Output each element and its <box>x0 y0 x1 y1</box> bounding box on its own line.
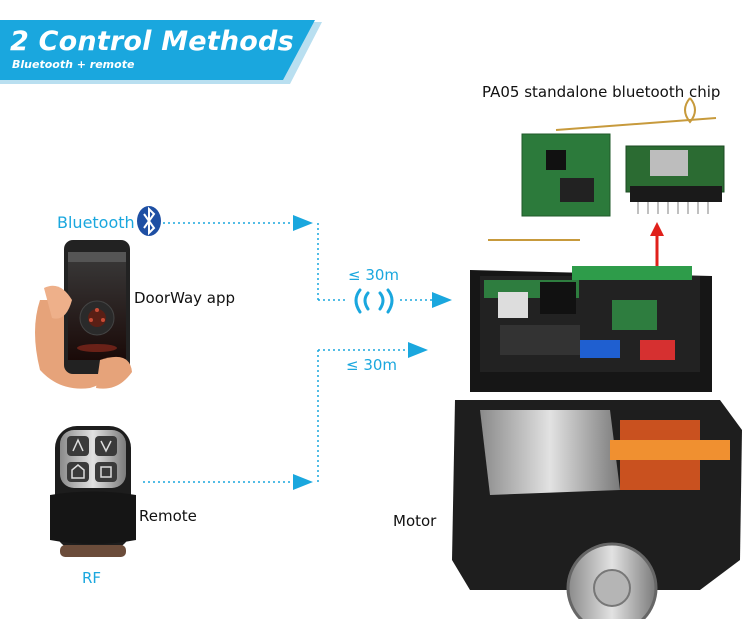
bluetooth-chip-icon <box>488 97 725 241</box>
distance-bottom-label: ≤ 30m <box>346 356 398 374</box>
rf-label: RF <box>82 569 102 587</box>
signal-waves-icon <box>354 288 394 314</box>
bluetooth-connector <box>163 215 452 308</box>
bluetooth-icon <box>137 206 161 236</box>
rf-connector <box>143 342 428 490</box>
bluetooth-label: Bluetooth <box>57 213 135 232</box>
remote-label: Remote <box>139 507 197 525</box>
header-banner <box>0 20 322 84</box>
distance-top-label: ≤ 30m <box>348 266 400 284</box>
key-fob-remote-icon <box>50 426 136 557</box>
banner-subtitle: Bluetooth + remote <box>12 58 135 71</box>
banner-title: 2 Control Methods <box>10 26 294 57</box>
smartphone-icon <box>35 240 132 389</box>
chip-label: PA05 standalone bluetooth chip <box>482 83 721 101</box>
gate-motor-icon <box>452 266 742 619</box>
app-label: DoorWay app <box>134 289 236 307</box>
motor-label: Motor <box>393 512 437 530</box>
